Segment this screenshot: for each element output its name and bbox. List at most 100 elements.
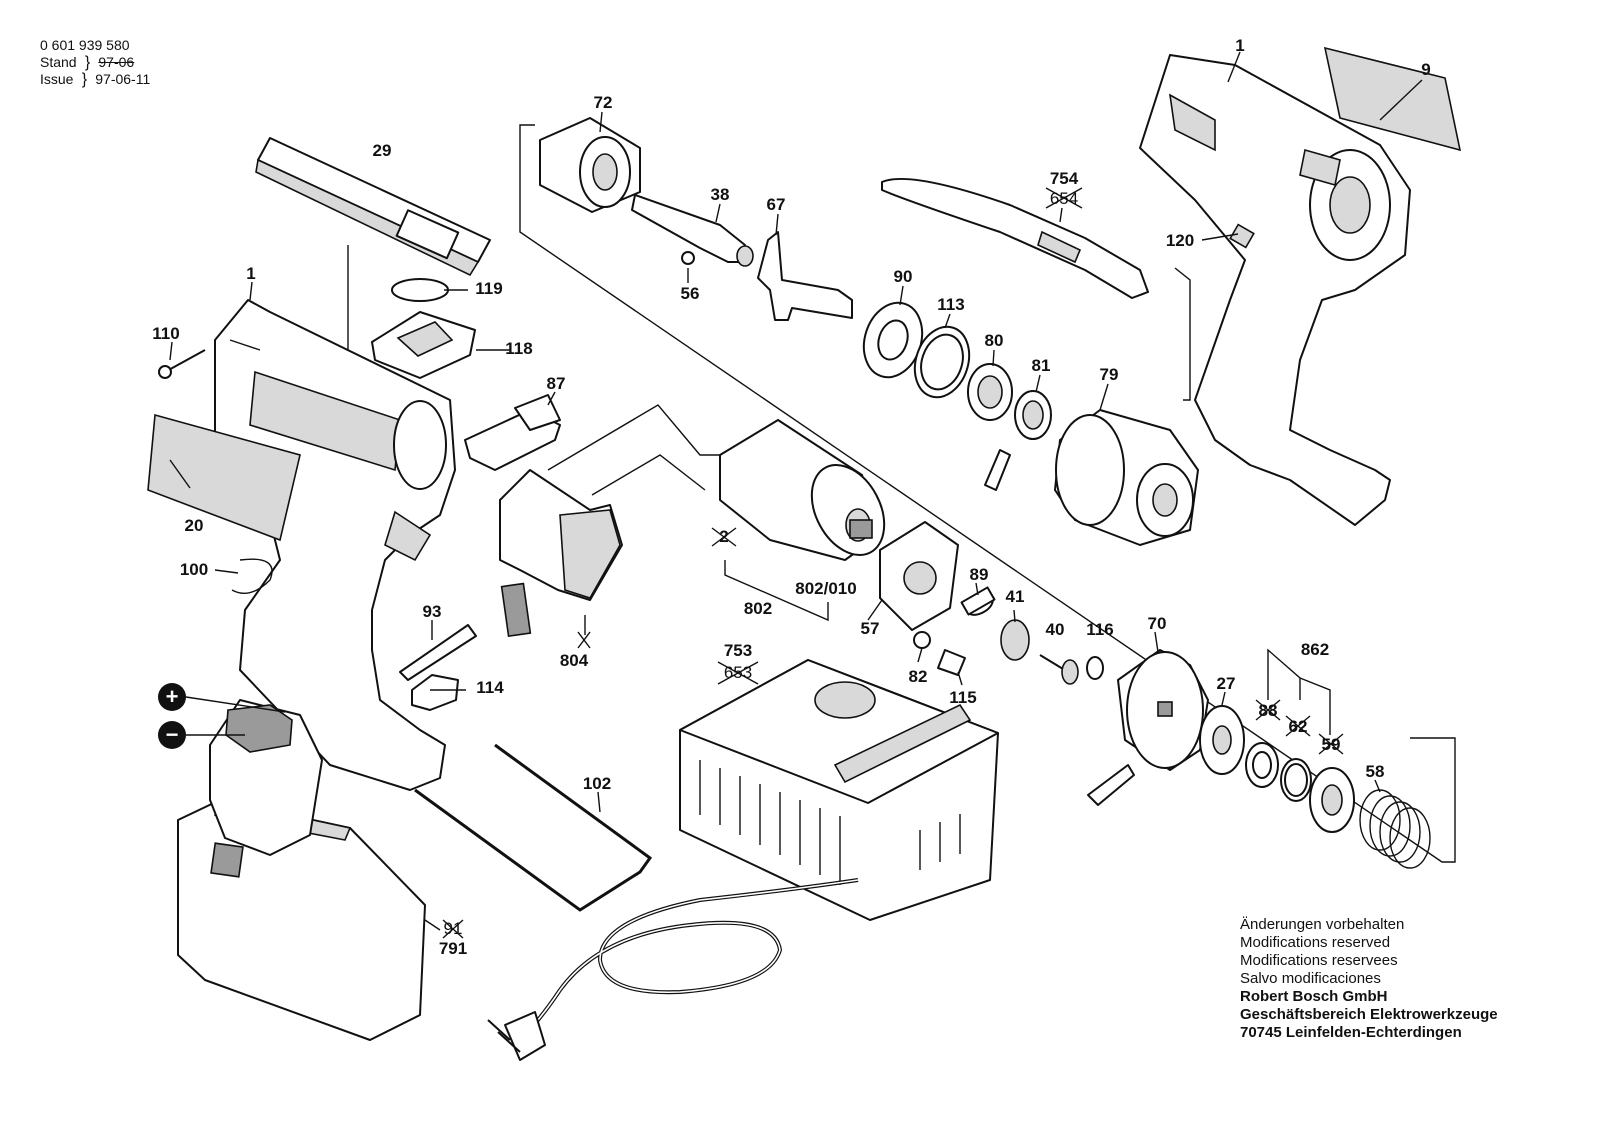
- part-80-bearing: [967, 363, 1013, 421]
- label-804: 804: [560, 651, 589, 670]
- part-791-battery-pack: [177, 699, 426, 1041]
- label-58: 58: [1366, 762, 1385, 781]
- charger-vent-slots: [699, 760, 961, 885]
- part-116-ring: [1086, 656, 1104, 680]
- label-1-left: 1: [246, 264, 255, 283]
- part-58-spring: [1359, 789, 1431, 869]
- label-802-010: 802/010: [795, 579, 856, 598]
- minus-glyph: −: [166, 722, 179, 747]
- label-100: 100: [180, 560, 208, 579]
- company-name: Robert Bosch GmbH: [1240, 988, 1388, 1005]
- part-57-brush-plate: [879, 521, 959, 631]
- part-119-clip: [391, 278, 449, 302]
- label-862: 862: [1301, 640, 1329, 659]
- part-20-label: [147, 413, 301, 542]
- part-81-bearing: [984, 390, 1052, 491]
- part-2-motor: [547, 404, 886, 561]
- issue-label: Issue: [40, 71, 74, 87]
- part-93-bit: [399, 624, 477, 681]
- part-110-screw: [158, 349, 206, 379]
- part-70-clutch: [1087, 649, 1209, 806]
- label-754: 754: [1050, 169, 1079, 188]
- label-40: 40: [1046, 620, 1065, 639]
- label-802: 802: [744, 599, 772, 618]
- part-29-cover-plate: [255, 137, 491, 362]
- plus-terminal-icon: +: [158, 683, 286, 713]
- part-9-label: [1323, 46, 1462, 152]
- part-1-left-housing: [214, 299, 456, 791]
- brace-icon: }: [81, 71, 88, 88]
- part-90-washer: [862, 301, 924, 379]
- part-754-belt: [881, 177, 1149, 299]
- part-802-bracket-lines: [724, 560, 829, 622]
- label-102: 102: [583, 774, 611, 793]
- part-67-shaft: [757, 231, 853, 321]
- label-72: 72: [594, 93, 613, 112]
- footer-line: Änderungen vorbehalten: [1240, 916, 1405, 933]
- company-address: 70745 Leinfelden-Echterdingen: [1240, 1024, 1462, 1041]
- part-113-washer: [913, 325, 971, 399]
- label-87: 87: [547, 374, 566, 393]
- part-number-labels: 1 9 72 29 38 67 754 654 120 56 90 1 119 …: [152, 36, 1430, 958]
- label-70: 70: [1148, 614, 1167, 633]
- part-804-switch: [499, 469, 623, 638]
- part-62-ring: [1280, 758, 1312, 802]
- part-27-bearing: [1199, 705, 1245, 775]
- part-115-screw: [937, 649, 966, 676]
- part-82-washer: [913, 631, 931, 649]
- company-division: Geschäftsbereich Elektrowerkzeuge: [1240, 1006, 1498, 1023]
- part-753-charger: [679, 659, 999, 921]
- part-118-latch: [371, 311, 476, 379]
- footer-line: Modifications reserved: [1240, 934, 1391, 951]
- label-93: 93: [423, 602, 442, 621]
- label-9: 9: [1421, 60, 1430, 79]
- label-753: 753: [724, 641, 752, 660]
- label-119: 119: [475, 279, 502, 298]
- stand-label: Stand: [40, 54, 77, 70]
- label-90: 90: [894, 267, 913, 286]
- issue-value: 97-06-11: [95, 71, 151, 87]
- part-100-wire: [231, 558, 273, 594]
- footer-line: Salvo modificaciones: [1240, 970, 1381, 987]
- label-82: 82: [909, 667, 928, 686]
- label-80: 80: [985, 331, 1004, 350]
- part-number: 0 601 939 580: [40, 37, 130, 53]
- charger-power-cord: [518, 878, 859, 1042]
- brace-icon: }: [84, 54, 91, 71]
- part-38-spindle: [631, 194, 754, 267]
- part-88-ring: [1245, 742, 1279, 788]
- part-102-strap: [414, 743, 653, 912]
- label-113: 113: [937, 295, 964, 314]
- part-59-washer: [1309, 767, 1355, 833]
- label-20: 20: [185, 516, 204, 535]
- part-41-gear: [1000, 619, 1030, 661]
- label-41: 41: [1006, 587, 1025, 606]
- part-79-gear-housing: [1054, 409, 1199, 546]
- label-1-right: 1: [1235, 36, 1244, 55]
- stand-value: 97-06: [98, 54, 135, 70]
- part-114-bit-holder: [411, 674, 459, 711]
- label-67: 67: [767, 195, 786, 214]
- label-56: 56: [681, 284, 700, 303]
- label-115: 115: [949, 688, 976, 707]
- assembly-bracket-lines: [519, 124, 1456, 863]
- part-87-bracket: [464, 394, 561, 471]
- part-72-sleeve: [539, 117, 641, 213]
- label-57: 57: [861, 619, 880, 638]
- label-29: 29: [373, 141, 392, 160]
- label-116: 116: [1086, 620, 1113, 639]
- document-header: 0 601 939 580 Stand } 97-06 Issue } 97-0…: [40, 37, 150, 88]
- label-79: 79: [1100, 365, 1119, 384]
- stand-row: Stand } 97-06: [40, 54, 150, 71]
- part-56-ball: [681, 251, 695, 265]
- part-862-bracket-lines: [1267, 648, 1331, 735]
- document-footer: Änderungen vorbehalten Modifications res…: [1240, 916, 1498, 1042]
- label-118: 118: [505, 339, 532, 358]
- label-38: 38: [711, 185, 730, 204]
- footer-line: Modifications reservees: [1240, 952, 1398, 969]
- label-110: 110: [152, 324, 179, 343]
- part-40-pin: [1039, 654, 1079, 685]
- part-1-right-housing: [1139, 54, 1411, 526]
- label-791: 791: [439, 939, 467, 958]
